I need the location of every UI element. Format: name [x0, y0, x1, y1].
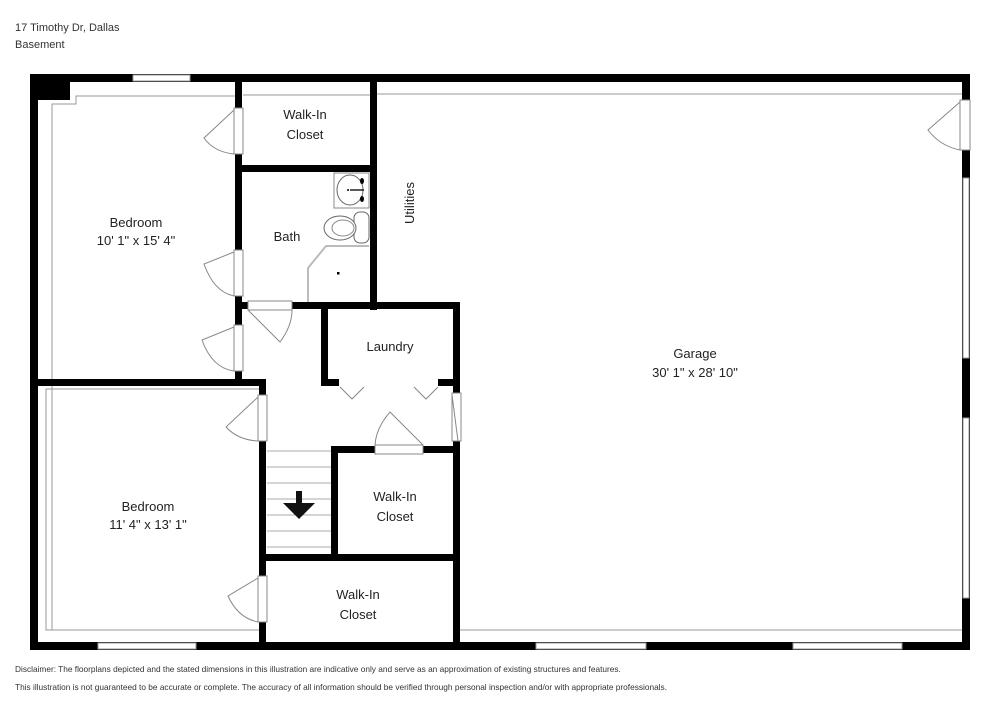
property-address: 17 Timothy Dr, Dallas — [15, 22, 120, 34]
trim-lines — [45, 93, 962, 631]
toilet-bowl — [323, 215, 357, 241]
room-labels: Bedroom 10' 1" x 15' 4" Walk-In Closet B… — [97, 107, 739, 622]
interior-walls — [30, 74, 460, 650]
disclaimer-line-1: Disclaimer: The floorplans depicted and … — [15, 664, 621, 674]
stairs — [267, 450, 331, 548]
closet-top-label-1: Walk-In — [283, 107, 327, 122]
bedroom1-name: Bedroom — [110, 215, 163, 230]
closet-mid-label-2: Closet — [377, 509, 414, 524]
window-bedroom2 — [97, 642, 197, 650]
utilities-label: Utilities — [402, 182, 417, 224]
garage-dims: 30' 1" x 28' 10" — [652, 365, 738, 380]
laundry-label: Laundry — [367, 339, 414, 354]
shower — [307, 245, 369, 302]
closet-bottom-label-2: Closet — [340, 607, 377, 622]
arrow-down-icon — [283, 491, 315, 519]
window-garage-2 — [792, 642, 903, 650]
windows — [97, 74, 970, 650]
window-garage-1 — [535, 642, 647, 650]
garage-name: Garage — [673, 346, 716, 361]
bath-fixtures — [307, 172, 370, 302]
closet-bottom-label-1: Walk-In — [336, 587, 380, 602]
window-bedroom1 — [132, 74, 191, 82]
bedroom2-name: Bedroom — [122, 499, 175, 514]
floor-level: Basement — [15, 39, 65, 51]
bedroom2-dims: 11' 4" x 13' 1" — [109, 517, 187, 532]
bedroom1-dims: 10' 1" x 15' 4" — [97, 233, 176, 248]
shower-drain — [337, 272, 340, 275]
garage-door-upper — [962, 177, 970, 359]
garage-door-lower — [962, 417, 970, 599]
exterior-walls — [30, 74, 970, 650]
closet-mid-label-1: Walk-In — [373, 489, 417, 504]
bath-label: Bath — [274, 229, 301, 244]
doors — [201, 99, 971, 623]
disclaimer-line-2: This illustration is not guaranteed to b… — [15, 682, 667, 692]
closet-top-label-2: Closet — [287, 127, 324, 142]
